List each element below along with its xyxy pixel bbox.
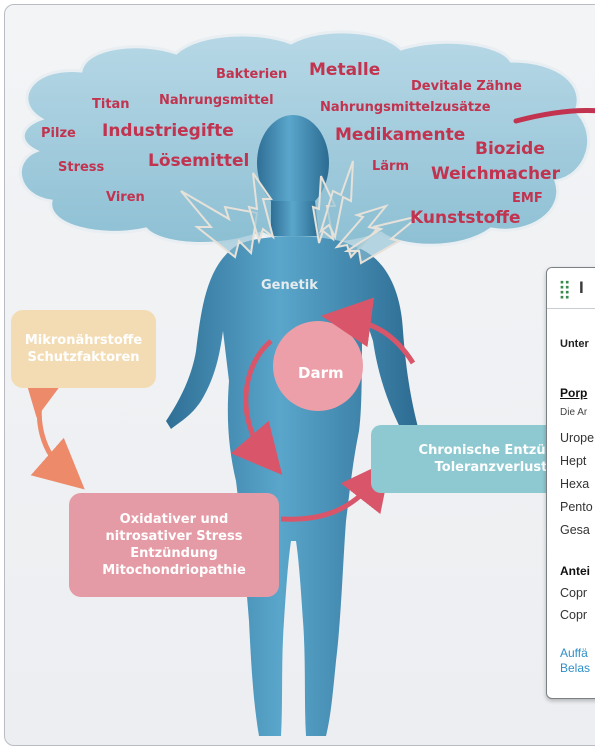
report-row: Urope bbox=[560, 431, 594, 445]
report-note: Auffä bbox=[560, 646, 588, 660]
report-row: Gesa bbox=[560, 523, 590, 537]
report-title: I bbox=[579, 278, 584, 298]
oxidativ-box: Oxidativer und nitrosativer Stress Entzü… bbox=[69, 493, 279, 597]
cloud-word: Nahrungsmittelzusätze bbox=[320, 100, 491, 115]
cloud-word: Bakterien bbox=[216, 67, 287, 82]
cloud-word: Weichmacher bbox=[431, 164, 560, 184]
report-panel: ⣿ I Unter Porp Die Ar Urope Hept Hexa Pe… bbox=[546, 267, 595, 699]
report-anteil-heading: Antei bbox=[560, 564, 590, 578]
grid-logo-icon: ⣿ bbox=[558, 279, 571, 300]
mikronaehrstoffe-box: Mikronährstoffe Schutzfaktoren bbox=[11, 310, 156, 388]
cloud-word: Lärm bbox=[372, 159, 409, 174]
report-porp-heading: Porp bbox=[560, 386, 587, 400]
report-panel-header: ⣿ I bbox=[547, 268, 595, 309]
cloud-word: Medikamente bbox=[335, 125, 465, 145]
cloud-word: Lösemittel bbox=[148, 151, 249, 171]
chronisch-line: Toleranzverlust bbox=[435, 459, 548, 476]
report-row: Pento bbox=[560, 500, 593, 514]
cloud-word: Metalle bbox=[309, 60, 380, 80]
cloud-word: Nahrungsmittel bbox=[159, 93, 274, 108]
cloud-word: Industriegifte bbox=[102, 121, 234, 141]
report-row: Hexa bbox=[560, 477, 589, 491]
report-die: Die Ar bbox=[560, 407, 587, 418]
darm-label: Darm bbox=[298, 364, 344, 382]
cloud-word: Biozide bbox=[475, 139, 545, 159]
mikro-line: Mikronährstoffe bbox=[25, 332, 142, 349]
oxidativ-line: Oxidativer und bbox=[120, 511, 229, 528]
cloud-word: Viren bbox=[106, 190, 145, 205]
cloud-word: Stress bbox=[58, 160, 104, 175]
report-unter: Unter bbox=[560, 338, 589, 350]
report-note: Belas bbox=[560, 661, 590, 675]
oxidativ-line: Mitochondriopathie bbox=[102, 562, 246, 579]
cloud-word: EMF bbox=[512, 191, 543, 206]
report-copr-row: Copr bbox=[560, 608, 587, 622]
diagram-frame: Bakterien Metalle Devitale Zähne Titan N… bbox=[4, 4, 595, 746]
cloud-word: Pilze bbox=[41, 126, 76, 141]
cloud-word: Kunststoffe bbox=[410, 208, 521, 228]
mikro-line: Schutzfaktoren bbox=[27, 349, 139, 366]
report-row: Hept bbox=[560, 454, 586, 468]
report-copr-row: Copr bbox=[560, 586, 587, 600]
oxidativ-line: nitrosativer Stress bbox=[106, 528, 243, 545]
cloud-word: Titan bbox=[92, 97, 130, 112]
cloud-word: Devitale Zähne bbox=[411, 79, 522, 94]
genetik-label: Genetik bbox=[261, 278, 318, 293]
oxidativ-line: Entzündung bbox=[130, 545, 218, 562]
arrow-mikro-oxidativ bbox=[39, 393, 66, 473]
